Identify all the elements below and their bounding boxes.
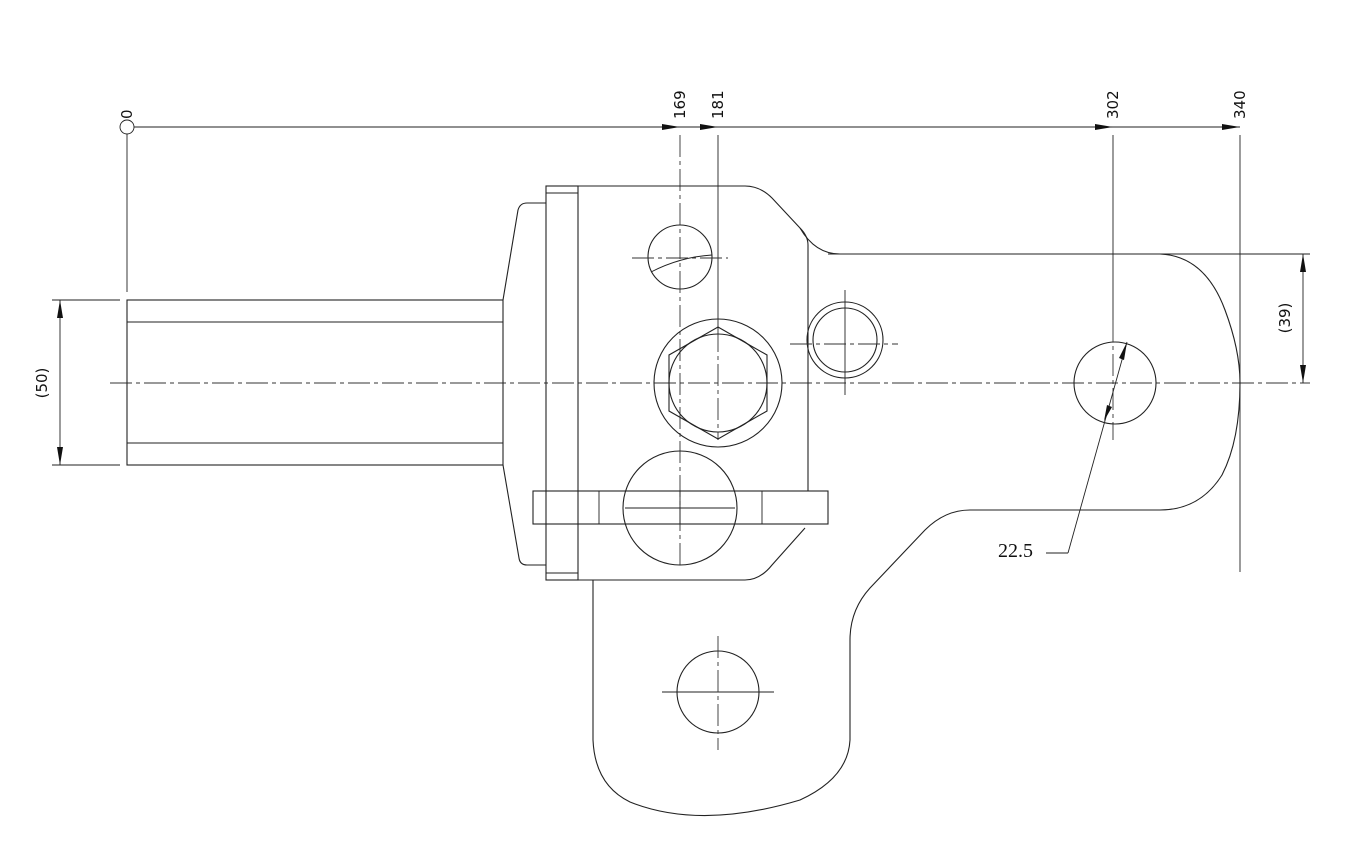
- dim-39: (39): [1276, 303, 1294, 334]
- radius-label: 22.5: [998, 540, 1033, 562]
- top-hole: [647, 224, 713, 290]
- dim-169: 169: [671, 90, 689, 119]
- bracket-arm: [828, 253, 1241, 740]
- flange: [502, 202, 546, 566]
- plate: [545, 185, 579, 581]
- origin-marker: [119, 119, 135, 135]
- dim-340: 340: [1231, 90, 1249, 119]
- shaft: [126, 299, 504, 466]
- housing: [578, 185, 809, 581]
- arm-hole: [1073, 341, 1157, 425]
- lower-boss: [622, 450, 738, 566]
- dim-181: 181: [709, 90, 727, 119]
- clamp-bar: [532, 490, 829, 525]
- dim-302: 302: [1104, 90, 1122, 119]
- lower-lug: [592, 580, 851, 817]
- top-ordinate-dimension: 0 169 181 302 340: [118, 90, 1249, 135]
- left-dimension: (50): [33, 299, 120, 466]
- hex-bolt: [653, 318, 783, 448]
- right-dimension: (39): [1160, 253, 1310, 383]
- dim-0: 0: [118, 109, 136, 119]
- port-fitting: [790, 290, 898, 395]
- dim-50: (50): [33, 368, 51, 399]
